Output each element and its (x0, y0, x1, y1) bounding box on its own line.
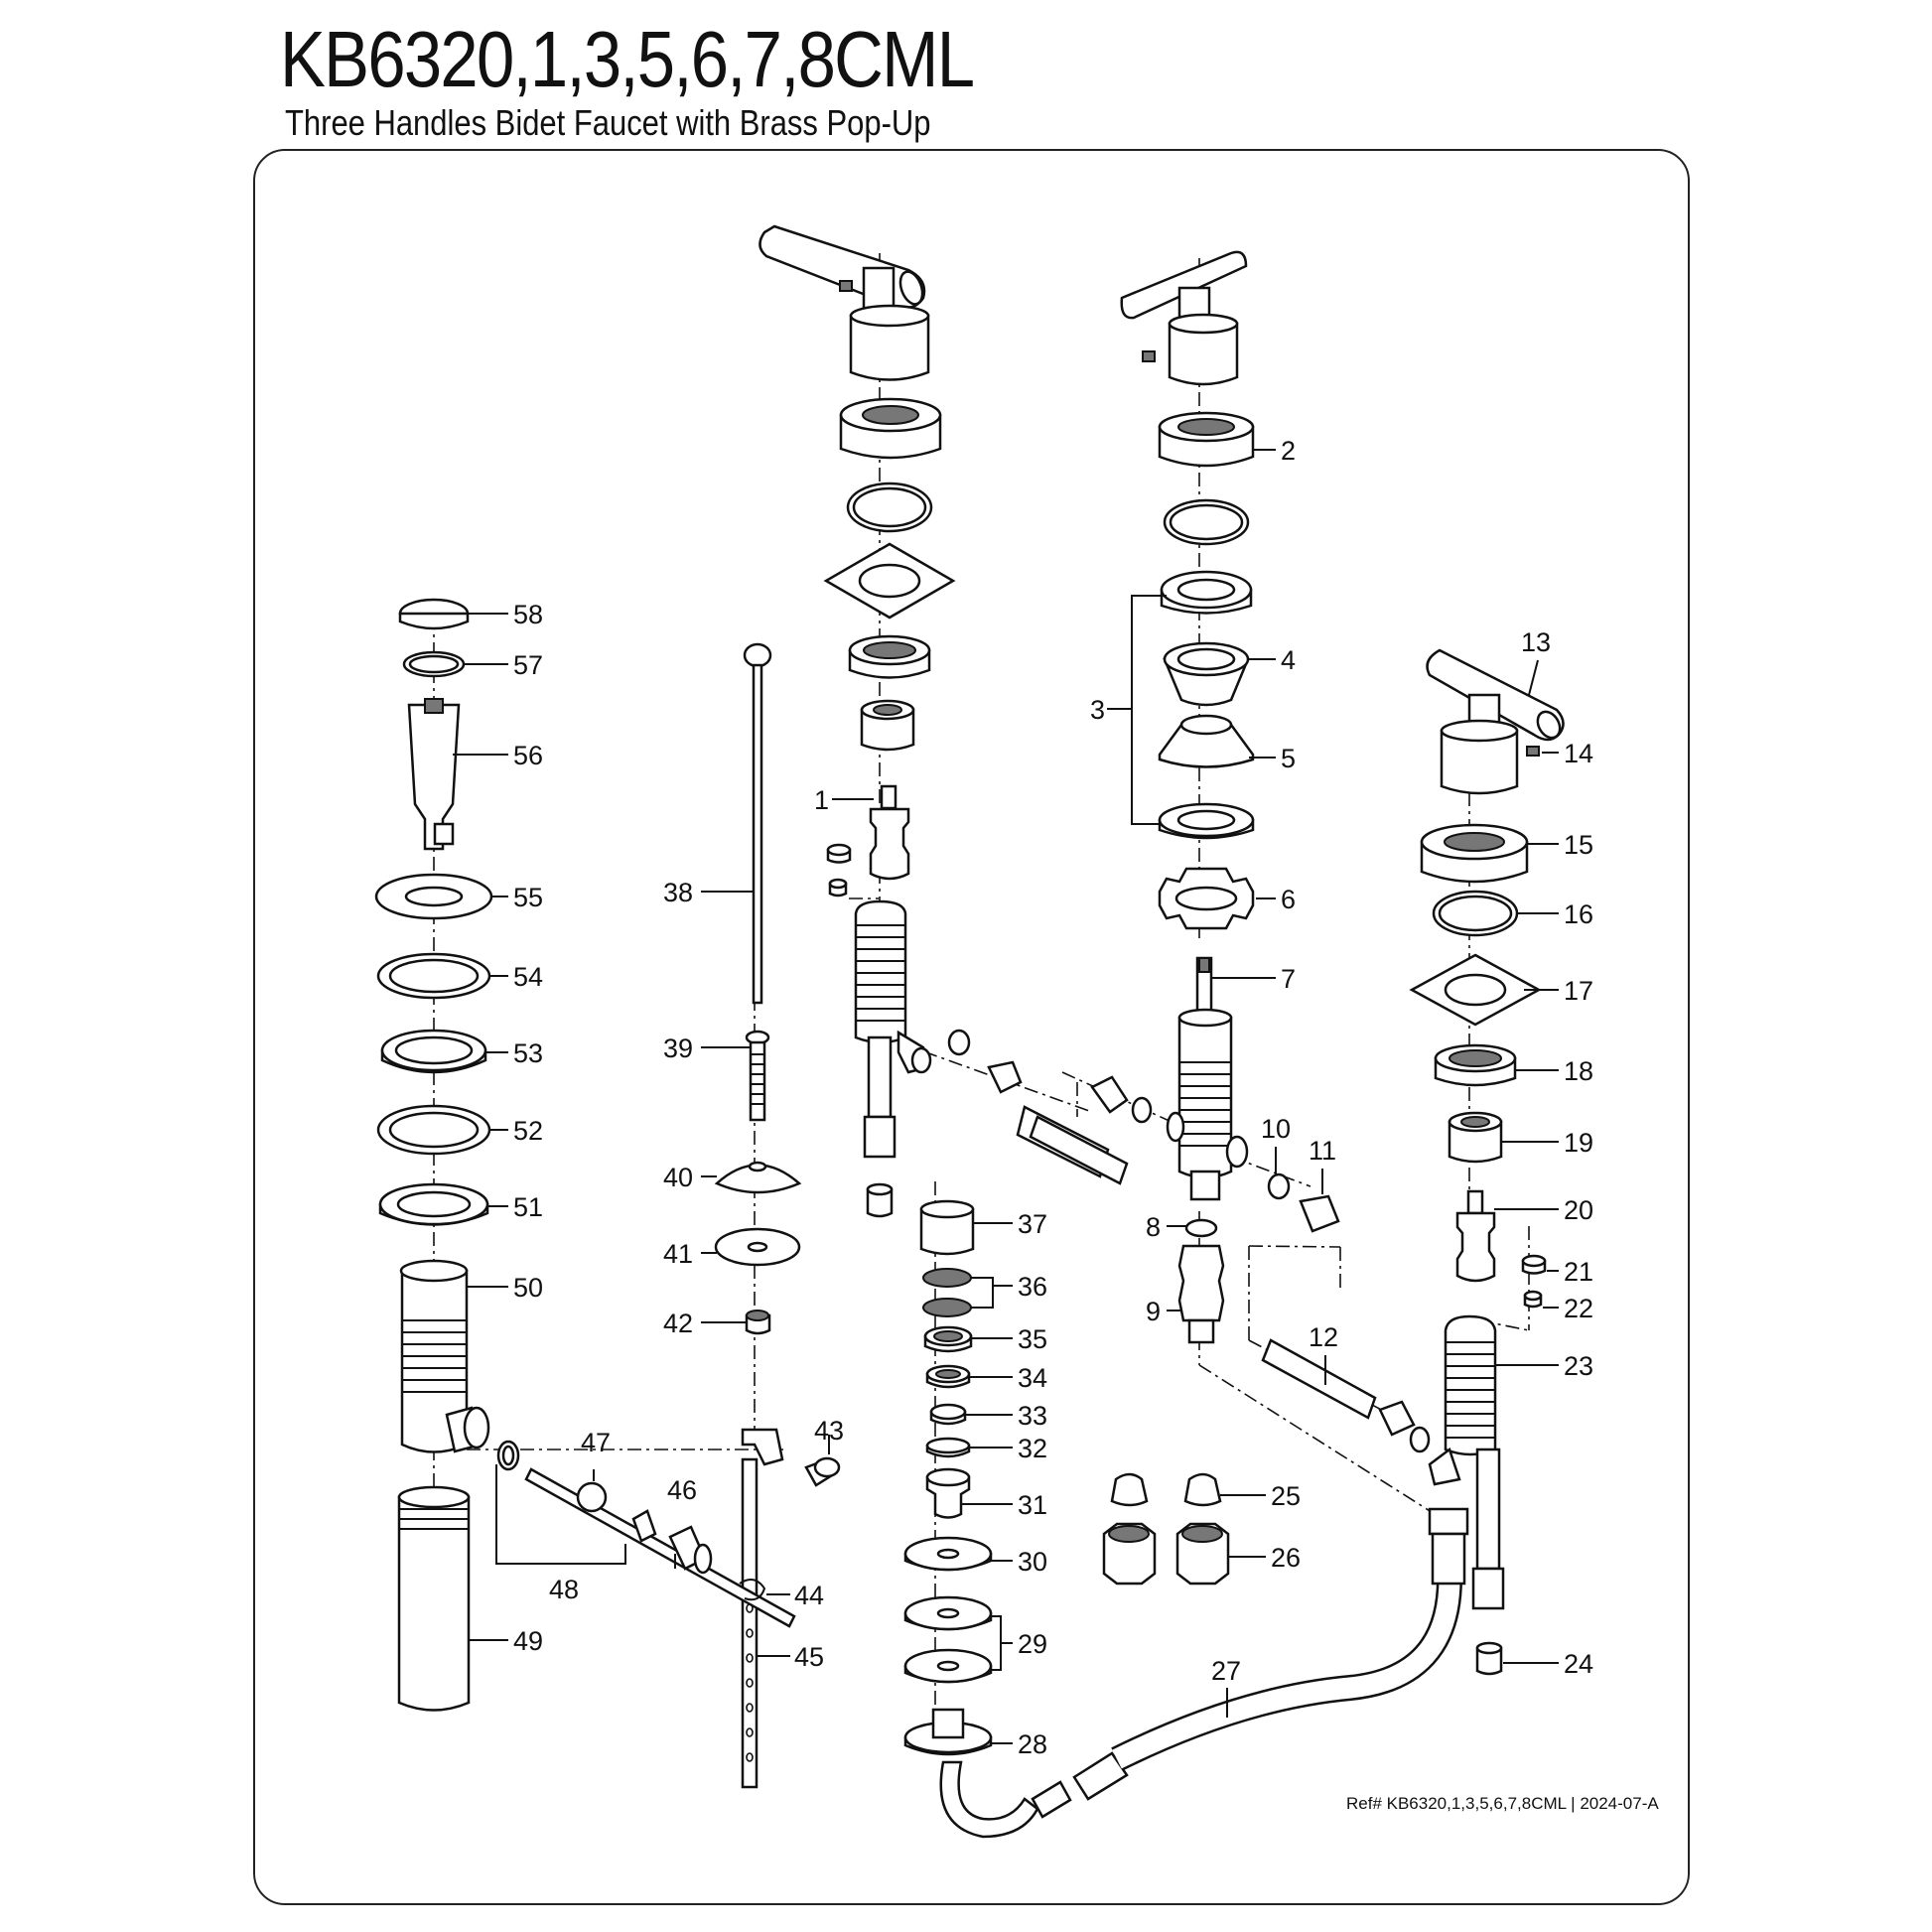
callout-48: 48 (549, 1575, 579, 1604)
callout-26: 26 (1271, 1543, 1301, 1573)
reference-footer: Ref# KB6320,1,3,5,6,7,8CML | 2024-07-A (1346, 1794, 1659, 1813)
callout-10: 10 (1261, 1114, 1291, 1144)
callout-47: 47 (581, 1428, 611, 1457)
callout-56: 56 (513, 741, 543, 770)
popup-rod-assembly (496, 642, 841, 1789)
callout-50: 50 (513, 1273, 543, 1303)
callout-30: 30 (1018, 1547, 1047, 1577)
callout-31: 31 (1018, 1490, 1047, 1520)
right-handle-assembly (1261, 648, 1565, 1676)
callout-25: 25 (1271, 1481, 1301, 1511)
callout-49: 49 (513, 1626, 543, 1656)
callout-53: 53 (513, 1038, 543, 1068)
callout-54: 54 (513, 962, 543, 992)
callout-41: 41 (663, 1239, 693, 1269)
product-description: Three Handles Bidet Faucet with Brass Po… (285, 102, 931, 143)
callout-29: 29 (1018, 1629, 1047, 1659)
callout-42: 42 (663, 1309, 693, 1338)
callout-5: 5 (1281, 744, 1296, 773)
callout-9: 9 (1146, 1297, 1161, 1326)
callout-44: 44 (794, 1581, 824, 1610)
callout-37: 37 (1018, 1209, 1047, 1239)
callout-52: 52 (513, 1116, 543, 1146)
callout-4: 4 (1281, 645, 1296, 675)
callout-38: 38 (663, 878, 693, 907)
callout-28: 28 (1018, 1729, 1047, 1759)
center-diverter-assembly (1029, 250, 1340, 1344)
callout-23: 23 (1564, 1351, 1593, 1381)
callout-3: 3 (1090, 695, 1105, 725)
drain-assembly (374, 598, 493, 1712)
callout-55: 55 (513, 883, 543, 912)
callout-1: 1 (814, 785, 829, 815)
callout-58: 58 (513, 600, 543, 629)
left-handle-assembly (759, 224, 1110, 1218)
callout-33: 33 (1018, 1401, 1047, 1431)
callout-45: 45 (794, 1642, 824, 1672)
diagram-frame (253, 149, 1690, 1905)
callout-6: 6 (1281, 885, 1296, 914)
callout-51: 51 (513, 1192, 543, 1222)
callout-17: 17 (1564, 976, 1593, 1006)
callout-32: 32 (1018, 1434, 1047, 1463)
callout-15: 15 (1564, 830, 1593, 860)
callout-leaders (453, 449, 1559, 1744)
callout-43: 43 (814, 1416, 844, 1446)
callout-20: 20 (1564, 1195, 1593, 1225)
callout-8: 8 (1146, 1212, 1161, 1242)
spray-hose-assembly (903, 1199, 1469, 1839)
callout-46: 46 (667, 1475, 697, 1505)
callout-12: 12 (1309, 1322, 1338, 1352)
callout-35: 35 (1018, 1324, 1047, 1354)
callout-19: 19 (1564, 1128, 1593, 1158)
callout-7: 7 (1281, 964, 1296, 994)
callout-13: 13 (1521, 627, 1551, 657)
model-number-title: KB6320,1,3,5,6,7,8CML (280, 15, 975, 103)
callout-24: 24 (1564, 1649, 1593, 1679)
callout-18: 18 (1564, 1056, 1593, 1086)
callout-36: 36 (1018, 1272, 1047, 1302)
callout-22: 22 (1564, 1294, 1593, 1323)
callout-57: 57 (513, 650, 543, 680)
callout-40: 40 (663, 1163, 693, 1192)
callout-16: 16 (1564, 899, 1593, 929)
callout-2: 2 (1281, 436, 1296, 466)
callout-39: 39 (663, 1034, 693, 1063)
callout-27: 27 (1211, 1656, 1241, 1686)
callout-34: 34 (1018, 1363, 1047, 1393)
callout-14: 14 (1564, 739, 1593, 768)
callout-21: 21 (1564, 1257, 1593, 1287)
callout-numbers: 1 2 3 4 5 6 7 8 9 10 11 12 13 14 15 16 1… (513, 436, 1593, 1759)
callout-11: 11 (1309, 1136, 1336, 1166)
